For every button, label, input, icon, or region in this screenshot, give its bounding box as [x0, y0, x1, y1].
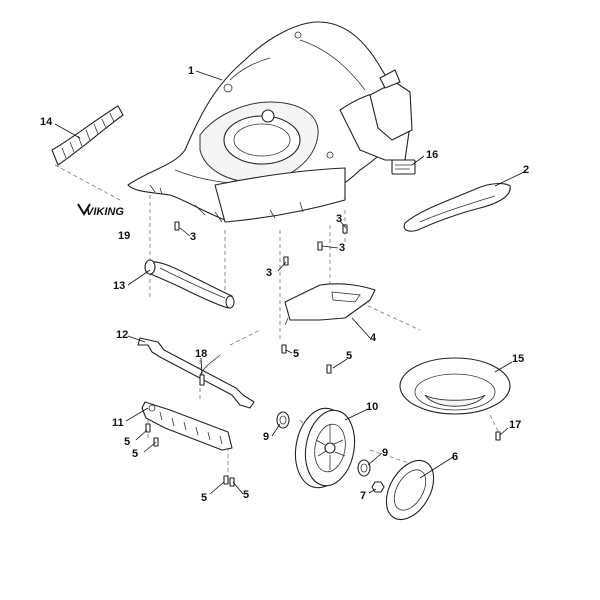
callout-16: 16 — [426, 149, 438, 161]
mower-deck — [127, 21, 413, 223]
callout-5: 5 — [201, 492, 207, 504]
callout-14: 14 — [40, 116, 53, 128]
screw — [342, 224, 348, 234]
viking-logo: VIKING — [77, 203, 124, 218]
screw — [145, 423, 151, 433]
screw — [283, 256, 289, 266]
callout-19: 19 — [118, 230, 130, 242]
screw — [317, 241, 323, 251]
callout-3: 3 — [339, 242, 345, 254]
axle-rod — [137, 337, 255, 409]
left-trim-strip — [51, 105, 124, 166]
callout-18: 18 — [195, 348, 207, 360]
side-trim — [403, 183, 511, 232]
screw — [223, 475, 229, 485]
callout-15: 15 — [512, 353, 524, 365]
callout-9: 9 — [263, 431, 269, 443]
callout-3: 3 — [266, 267, 272, 279]
bearing-right — [357, 459, 371, 477]
brand-logo-text: VIKING — [86, 206, 124, 218]
screw — [281, 344, 287, 354]
screw — [495, 431, 501, 441]
callout-11: 11 — [112, 417, 124, 429]
callout-13: 13 — [113, 280, 125, 292]
cover-strip — [144, 259, 235, 309]
callout-5: 5 — [243, 489, 249, 501]
deflector-plate — [284, 283, 376, 326]
callout-3: 3 — [190, 231, 196, 243]
height-bracket — [141, 401, 233, 451]
wheel — [294, 407, 356, 489]
callout-12: 12 — [116, 329, 128, 341]
callout-5: 5 — [293, 348, 299, 360]
label-sticker — [391, 159, 416, 175]
callout-4: 4 — [370, 332, 377, 344]
callout-10: 10 — [366, 401, 378, 413]
hub-cap — [385, 459, 435, 521]
callout-1: 1 — [188, 65, 194, 77]
callout-3: 3 — [336, 213, 342, 225]
screw — [326, 364, 332, 374]
callout-5: 5 — [346, 350, 352, 362]
bag-cup — [399, 357, 511, 415]
callout-9: 9 — [382, 447, 388, 459]
callout-2: 2 — [523, 164, 529, 176]
callout-5: 5 — [124, 436, 130, 448]
pin — [199, 374, 205, 386]
callout-5: 5 — [132, 448, 138, 460]
callout-7: 7 — [360, 490, 366, 502]
callout-17: 17 — [509, 419, 521, 431]
screw — [174, 221, 180, 231]
callout-labels: 1 2 3 3 3 3 4 5 5 5 5 5 5 6 7 9 9 10 11 … — [40, 65, 529, 504]
callout-6: 6 — [452, 451, 458, 463]
leader-lines — [54, 70, 525, 495]
screw — [229, 477, 235, 487]
screws — [145, 221, 501, 487]
